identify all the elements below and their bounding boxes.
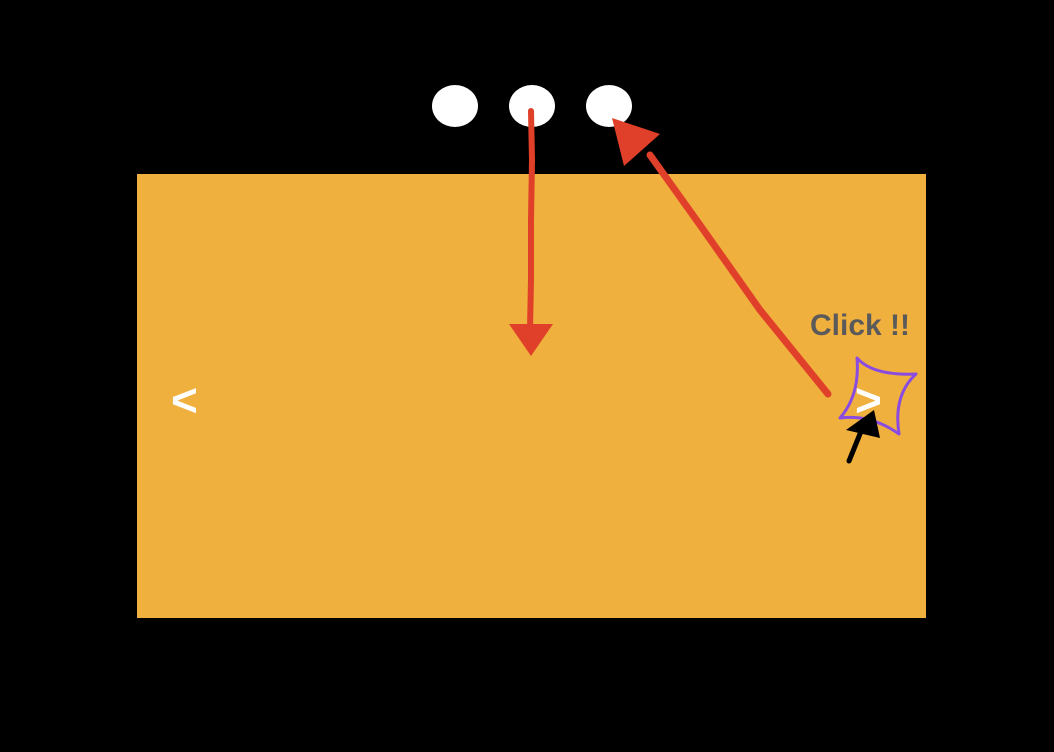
prev-slide-button[interactable]: < [171, 374, 198, 426]
click-callout-label: Click !! [810, 309, 911, 342]
carousel-indicator-dot-3[interactable] [586, 85, 632, 127]
carousel-indicator-dot-2[interactable] [509, 85, 555, 127]
carousel-indicators [432, 85, 632, 129]
carousel-slide [137, 174, 926, 618]
carousel-indicator-dot-1[interactable] [432, 85, 478, 127]
next-slide-button[interactable]: > [855, 374, 882, 426]
